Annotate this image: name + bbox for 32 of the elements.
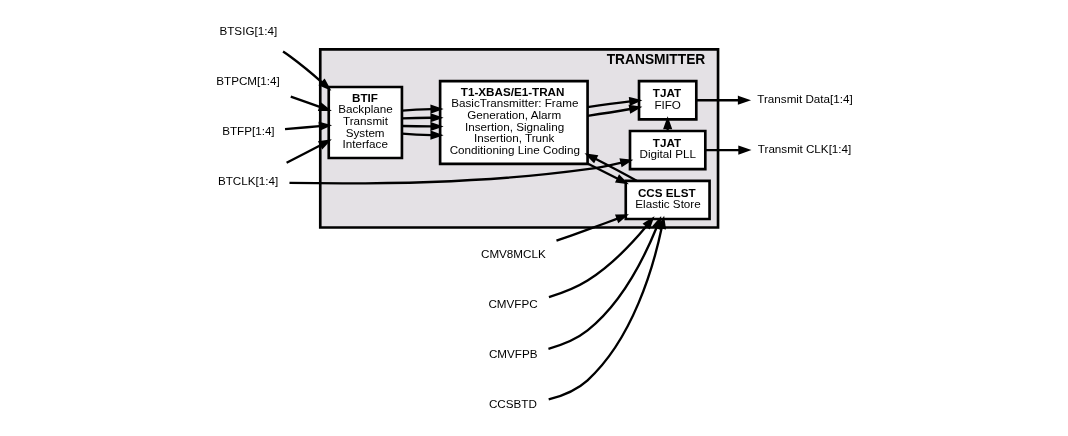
node-box: CCS ELST Elastic Store (624, 179, 711, 220)
arrow (290, 95, 332, 111)
arrow (556, 213, 629, 242)
arrow (286, 138, 332, 164)
node-text: BTCLK[1:4] (217, 173, 279, 187)
arrow (587, 162, 629, 184)
arrow (587, 104, 643, 117)
arrow (289, 157, 634, 184)
arrow (584, 152, 638, 182)
node-text: BTPCM[1:4] (216, 73, 280, 87)
node-text: Transmit Data[1:4] (757, 91, 853, 105)
node-text: BTSIG[1:4] (219, 23, 278, 37)
node-text: CMV8MCLK (480, 246, 546, 260)
arrow (402, 112, 444, 122)
arrow (587, 96, 643, 108)
node-text: Transmit CLK[1:4] (757, 141, 852, 155)
arrow (284, 121, 332, 131)
node-text: BTFP[1:4] (222, 123, 275, 137)
arrow (402, 130, 444, 140)
node-text: CMVFPB (488, 346, 538, 360)
node-box: TJAT FIFO (637, 79, 698, 121)
node-text: CCSBTD (488, 396, 537, 410)
node-box: T1-XBAS/E1-TRAN BasicTransmitter: Frame Generation, Alarm Insertion, Signaling Insertion, Trunk Conditioning Line Coding (438, 79, 589, 165)
arrow (663, 115, 673, 131)
arrow (402, 121, 444, 131)
node-text: CMVFPC (488, 296, 538, 310)
node-box: BTIF Backplane Transmit System Interface (327, 85, 404, 159)
arrow (402, 103, 444, 114)
arrow (548, 215, 655, 298)
arrow (705, 144, 752, 155)
arrow (282, 50, 332, 91)
arrow (696, 95, 752, 105)
